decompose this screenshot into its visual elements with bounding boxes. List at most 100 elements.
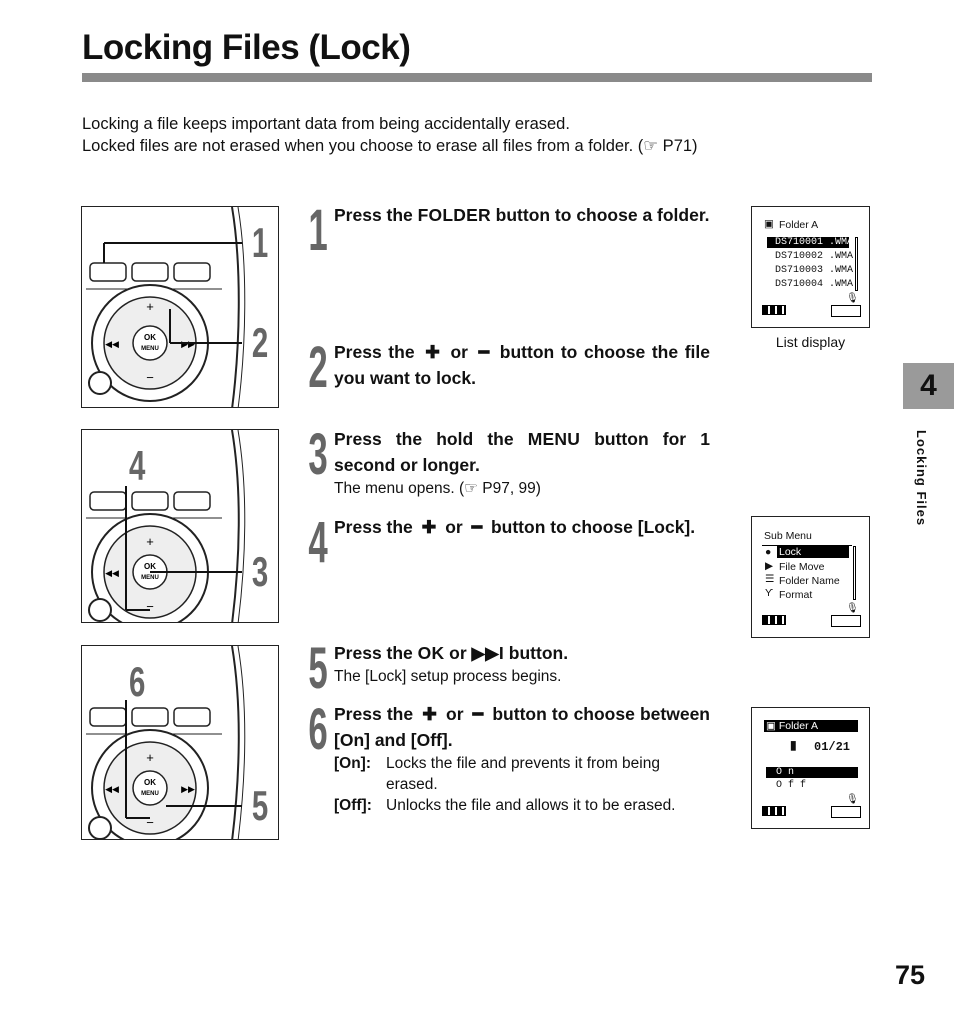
step-4-instruction: Press the ✚ or ━ button to choose [Lock]… (334, 514, 710, 540)
folder-icon: ▣ (764, 218, 774, 230)
plus-icon: ✚ (422, 704, 437, 724)
svg-text:1: 1 (308, 202, 327, 252)
lcd-file-row: DS710004 .WMA (775, 279, 854, 290)
title-rule (82, 73, 872, 82)
callout-4: 4 (129, 442, 145, 490)
svg-text:4: 4 (308, 514, 328, 564)
lcd-scrollbar (855, 237, 858, 291)
svg-text:+: + (146, 750, 154, 765)
mic-icon: 🎙 (846, 603, 859, 614)
minus-icon: ━ (478, 342, 490, 362)
step-number-1: 1 (308, 202, 327, 252)
play-icon: ▶ (765, 560, 774, 572)
svg-text:6: 6 (308, 701, 327, 751)
lcd-menu-item-lock: Lock (777, 546, 849, 558)
battery-icon (762, 806, 786, 816)
step-6-instruction: Press the ✚ or ━ button to choose betwee… (334, 701, 710, 753)
callout-5: 5 (252, 782, 268, 830)
file-icon: ▮ (790, 738, 797, 752)
definition-off: [Off]: Unlocks the file and allows it to… (334, 797, 676, 814)
step-number-5: 5 (308, 640, 327, 690)
svg-text:◀◀: ◀◀ (105, 339, 119, 349)
lcd-menu-item: File Move (779, 561, 825, 573)
step-number-6: 6 (308, 701, 327, 751)
svg-text:◀◀: ◀◀ (105, 784, 119, 794)
lcd-indicator-box (831, 806, 861, 818)
intro-text: Locking a file keeps important data from… (82, 113, 842, 157)
lcd-indicator-box (831, 615, 861, 627)
svg-text:3: 3 (308, 426, 327, 476)
svg-text:OK: OK (144, 562, 156, 571)
lcd-list-display: ▣ Folder A DS710001 .WMA DS710002 .WMA D… (751, 206, 870, 328)
svg-text:▶▶: ▶▶ (181, 784, 195, 794)
fast-forward-icon: ▶▶I (471, 643, 504, 663)
lcd-folder-name: Folder A (779, 219, 819, 231)
lcd-indicator-box (831, 305, 861, 317)
svg-text:MENU: MENU (141, 575, 159, 581)
lcd-file-row-selected: DS710001 .WMA (767, 237, 853, 248)
tool-icon: Ƴ (765, 587, 774, 599)
lcd-option-on: O n (766, 767, 858, 778)
lcd-folder-header: ▣ Folder A (764, 720, 858, 732)
lcd-caption: List display (775, 334, 846, 350)
battery-icon (762, 305, 786, 315)
definition-on: [On]: Locks the file and prevents it fro… (334, 755, 660, 793)
callout-3: 3 (252, 548, 268, 596)
page-number: 75 (895, 960, 926, 990)
intro-line-2: Locked files are not erased when you cho… (82, 137, 698, 155)
plus-icon: ✚ (421, 517, 437, 537)
svg-text:+: + (146, 534, 154, 549)
ok-button-label: OK (417, 643, 445, 663)
step-3-note: The menu opens. (☞ P97, 99) (334, 480, 541, 497)
section-side-label: Locking Files (914, 430, 929, 527)
menu-button-label: MENU (527, 429, 581, 449)
battery-icon (762, 615, 786, 625)
svg-text:5: 5 (308, 640, 327, 690)
mic-icon: 🎙 (846, 293, 859, 304)
device-illustration-3: OK MENU + − ◀◀ ▶▶ 6 5 (81, 645, 279, 840)
lcd-submenu-header: Sub Menu (764, 530, 812, 542)
svg-text:OK: OK (144, 778, 156, 787)
step-2: 2 Press the ✚ or ━ button to choose the … (306, 339, 710, 391)
menu-label: MENU (141, 346, 159, 352)
callout-1: 1 (252, 219, 268, 267)
step-3-instruction: Press the hold the MENU button for 1 sec… (334, 429, 711, 475)
lcd-file-row: DS710003 .WMA (775, 265, 854, 276)
lcd-file-row: DS710002 .WMA (775, 251, 854, 262)
lcd-lock-setting: ▣ Folder A ▮ 01/21 O n O f f 🎙 (751, 707, 870, 829)
device-illustration-2: OK MENU + − ◀◀ 4 3 (81, 429, 279, 623)
lcd-option-off: O f f (776, 780, 807, 791)
lcd-file-counter: 01/21 (814, 740, 851, 754)
plus-label: + (146, 299, 154, 314)
lcd-menu-item: Format (779, 589, 813, 601)
chapter-tab: 4 (903, 363, 954, 409)
lcd-scrollbar (853, 546, 856, 600)
step-1: 1 Press the FOLDER button to choose a fo… (306, 202, 710, 252)
step-3: 3 Press the hold the MENU button for 1 s… (306, 426, 710, 499)
folder-icon: ▣ (766, 720, 776, 732)
step-2-instruction: Press the ✚ or ━ button to choose the fi… (334, 339, 710, 391)
callout-6: 6 (129, 658, 145, 706)
page-title: Locking Files (Lock) (82, 28, 411, 67)
step-5: 5 Press the OK or ▶▶I button. The [Lock]… (306, 640, 710, 690)
step-5-note: The [Lock] setup process begins. (334, 668, 562, 685)
step-4: 4 Press the ✚ or ━ button to choose [Loc… (306, 514, 710, 564)
folder-button-label: FOLDER (417, 205, 491, 225)
svg-text:−: − (146, 815, 154, 830)
step-number-3: 3 (308, 426, 327, 476)
list-icon: ☰ (765, 573, 775, 585)
device-illustration-1: OK MENU + − ◀◀ ▶▶ 1 2 (81, 206, 279, 408)
step-6: 6 Press the ✚ or ━ button to choose betw… (306, 701, 710, 816)
step-number-4: 4 (308, 514, 328, 564)
record-dot-icon: ● (765, 546, 772, 558)
minus-label: − (146, 370, 154, 385)
minus-icon: ━ (471, 517, 483, 537)
step-5-instruction: Press the OK or ▶▶I button. (334, 643, 569, 663)
ok-label: OK (144, 333, 156, 342)
mic-icon: 🎙 (846, 794, 859, 805)
step-1-instruction: Press the FOLDER button to choose a fold… (334, 205, 710, 225)
callout-2: 2 (252, 319, 268, 367)
plus-icon: ✚ (425, 342, 440, 362)
svg-text:MENU: MENU (141, 791, 159, 797)
lcd-sub-menu: Sub Menu ● Lock ▶ File Move ☰ Folder Nam… (751, 516, 870, 638)
